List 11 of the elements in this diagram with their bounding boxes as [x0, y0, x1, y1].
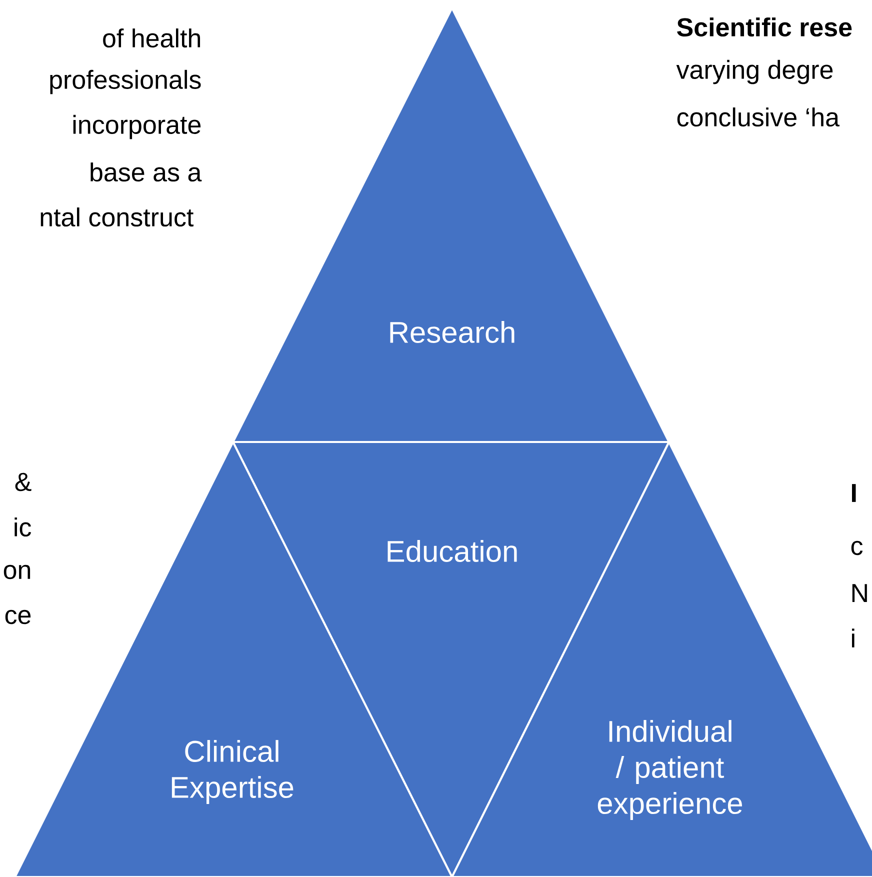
text-fragment: base as a — [90, 162, 202, 182]
text-fragment: N — [852, 584, 867, 602]
text-fragment: professionals — [50, 70, 201, 94]
text-fragment: incorporate — [73, 114, 201, 140]
text-fragment: ntal construct — [40, 207, 194, 227]
text-fragment: ic — [14, 517, 32, 537]
text-fragment: of health — [103, 28, 200, 48]
text-fragment: i — [852, 628, 854, 648]
text-fragment: c — [851, 540, 863, 556]
text-fragment: I — [852, 484, 856, 502]
text-fragment: & — [15, 472, 32, 492]
